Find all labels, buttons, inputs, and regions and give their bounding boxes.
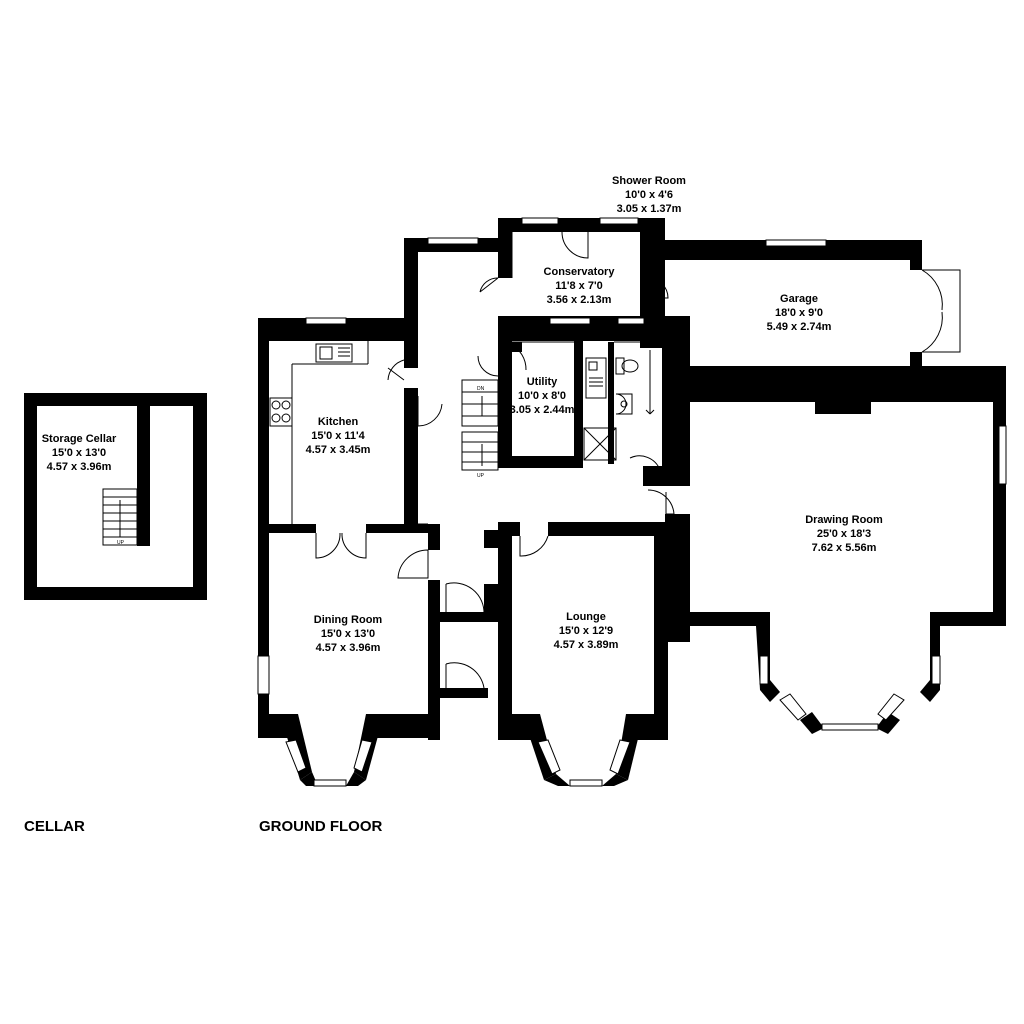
hob-icon xyxy=(269,397,293,427)
utility-sink-icon xyxy=(585,357,607,399)
kitchen-sink-icon xyxy=(315,343,353,363)
room-metric: 7.62 x 5.56m xyxy=(812,542,877,554)
doors xyxy=(315,231,961,694)
shower-tray-icon xyxy=(583,427,617,461)
cellar-plan: UP xyxy=(24,393,207,600)
room-name: Dining Room xyxy=(314,614,383,626)
room-name: Kitchen xyxy=(318,416,359,428)
room-drawing-room: Drawing Room 25'0 x 18'3 7.62 x 5.56m xyxy=(805,514,883,554)
room-metric: 3.05 x 1.37m xyxy=(617,203,682,215)
fixtures xyxy=(269,343,655,461)
cellar-stairs: UP xyxy=(102,488,138,546)
basin-icon xyxy=(615,393,633,415)
room-imperial: 25'0 x 18'3 xyxy=(817,528,871,540)
ground-floor-stairs: DN UP xyxy=(461,379,499,479)
room-utility: Utility 10'0 x 8'0 3.05 x 2.44m xyxy=(510,376,575,416)
windows xyxy=(257,217,1007,787)
ground-floor-title: GROUND FLOOR xyxy=(259,818,382,835)
room-imperial: 15'0 x 12'9 xyxy=(559,625,613,637)
room-imperial: 10'0 x 4'6 xyxy=(625,189,673,201)
interior-lines xyxy=(291,232,667,525)
room-metric: 4.57 x 3.96m xyxy=(47,461,112,473)
room-metric: 4.57 x 3.45m xyxy=(306,444,371,456)
cellar-title: CELLAR xyxy=(24,818,85,835)
room-name: Lounge xyxy=(566,611,606,623)
room-lounge: Lounge 15'0 x 12'9 4.57 x 3.89m xyxy=(554,611,619,651)
room-imperial: 15'0 x 11'4 xyxy=(311,430,365,442)
room-shower-room: Shower Room 10'0 x 4'6 3.05 x 1.37m xyxy=(612,175,686,215)
room-metric: 3.05 x 2.44m xyxy=(510,404,575,416)
room-imperial: 11'8 x 7'0 xyxy=(555,280,602,292)
stair-up-label: UP xyxy=(477,473,485,479)
room-name: Shower Room xyxy=(612,175,686,187)
room-name: Drawing Room xyxy=(805,514,883,526)
ground-floor-walls xyxy=(258,218,1006,740)
room-name: Garage xyxy=(780,293,818,305)
room-garage: Garage 18'0 x 9'0 5.49 x 2.74m xyxy=(767,293,832,333)
room-storage-cellar: Storage Cellar 15'0 x 13'0 4.57 x 3.96m xyxy=(42,433,117,473)
stair-down-label: DN xyxy=(477,386,485,392)
stair-up-label: UP xyxy=(117,540,125,546)
room-imperial: 10'0 x 8'0 xyxy=(518,390,566,402)
room-metric: 4.57 x 3.89m xyxy=(554,639,619,651)
room-name: Conservatory xyxy=(544,266,616,278)
room-imperial: 15'0 x 13'0 xyxy=(52,447,106,459)
toilet-icon xyxy=(615,357,639,375)
room-name: Storage Cellar xyxy=(42,433,117,445)
room-conservatory: Conservatory 11'8 x 7'0 3.56 x 2.13m xyxy=(544,266,616,306)
room-dining-room: Dining Room 15'0 x 13'0 4.57 x 3.96m xyxy=(314,614,383,654)
room-metric: 4.57 x 3.96m xyxy=(316,642,381,654)
room-metric: 3.56 x 2.13m xyxy=(547,294,612,306)
room-metric: 5.49 x 2.74m xyxy=(767,321,832,333)
room-imperial: 18'0 x 9'0 xyxy=(775,307,823,319)
room-imperial: 15'0 x 13'0 xyxy=(321,628,375,640)
room-kitchen: Kitchen 15'0 x 11'4 4.57 x 3.45m xyxy=(306,416,371,456)
room-name: Utility xyxy=(527,376,558,388)
